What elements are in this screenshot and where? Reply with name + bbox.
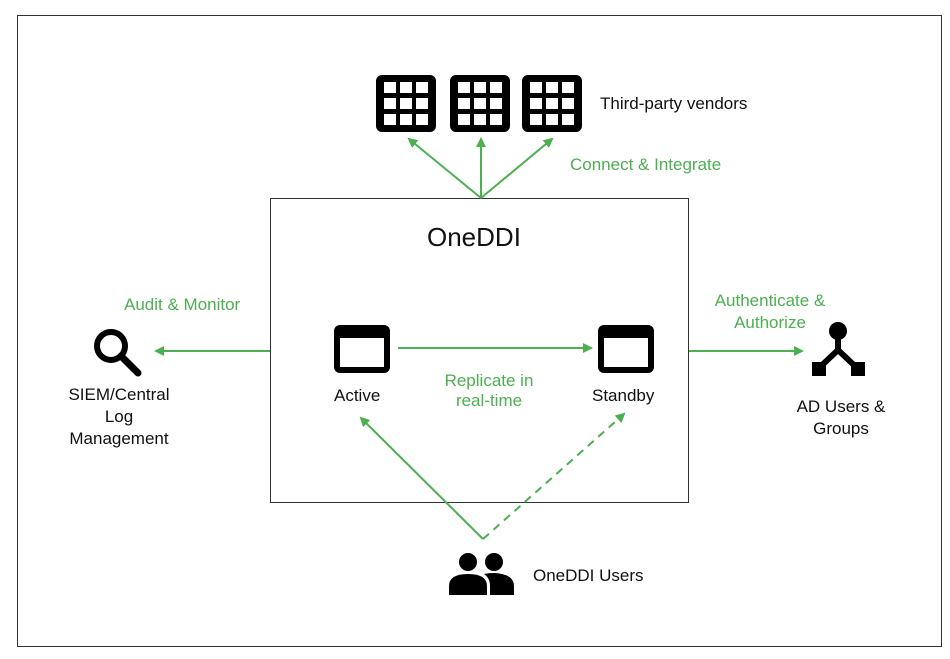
grid-icon [450,75,510,132]
grid-icon [376,75,436,132]
replicate-label-line2: real-time [455,391,523,410]
standby-label: Standby [592,386,655,405]
ad-label-line1: AD Users & [796,397,886,416]
hierarchy-icon [812,322,865,376]
connect-label: Connect & Integrate [570,155,722,174]
replicate-label-line1: Replicate in [444,371,534,390]
window-icon-active [334,325,390,373]
ad-label: AD Users & Groups [771,396,911,440]
people-icon [449,553,514,595]
arrow-to-vendor-3 [480,137,554,199]
siem-label-line1: SIEM/Central [68,385,170,404]
grid-icon [522,75,582,132]
auth-label: Authenticate & Authorize [700,291,840,333]
replicate-label: Replicate in real-time [419,371,559,411]
users-label: OneDDI Users [533,566,644,585]
auth-label-line1: Authenticate & [714,291,826,310]
siem-label-line3: Management [69,429,169,448]
diagram-title: OneDDI [427,222,521,252]
auth-label-line2: Authorize [734,313,806,332]
vendors-label: Third-party vendors [600,94,748,113]
audit-label: Audit & Monitor [124,295,241,314]
arrow-users-to-active [359,416,484,540]
siem-label: SIEM/Central Log Management [49,384,189,450]
active-label: Active [334,386,381,405]
arrow-to-vendor-1 [407,137,482,199]
oneddi-container [270,198,689,503]
diagram-frame [17,15,942,647]
siem-label-line2: Log [104,407,134,426]
ad-label-line2: Groups [813,419,869,438]
arrow-users-to-standby [482,412,626,540]
window-icon-standby [598,325,654,373]
magnifier-icon [94,329,142,377]
